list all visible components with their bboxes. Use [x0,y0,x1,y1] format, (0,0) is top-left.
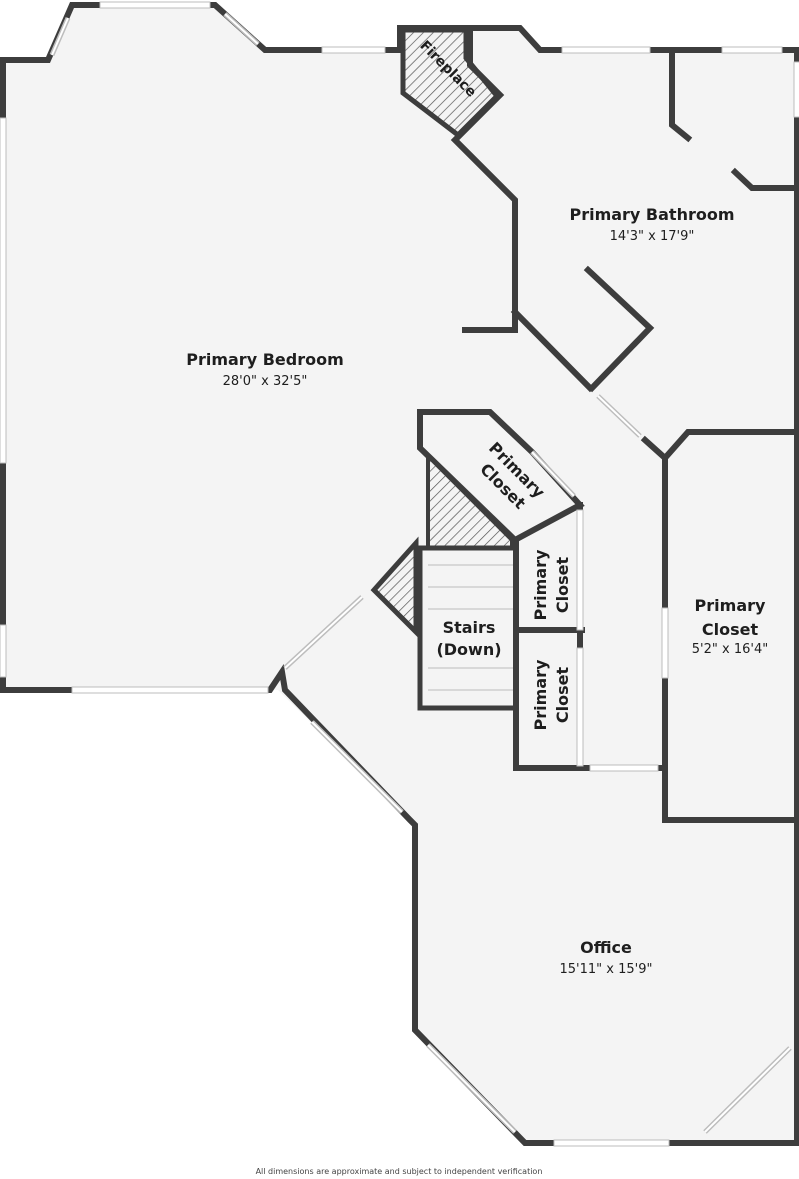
large-closet-label-line1: Primary [695,596,766,615]
office-dimensions: 15'11" x 15'9" [560,962,653,977]
large-closet-dimensions: 5'2" x 16'4" [692,642,768,657]
stairs-label-line2: (Down) [436,640,501,659]
closet-lower-walls [513,627,593,771]
closet-lower-label-line2: Closet [553,667,572,724]
closet-lower-label-line1: Primary [531,659,550,730]
bathroom-partition [583,265,655,393]
primary-bathroom-label: Primary Bathroom [569,205,734,224]
bathroom-wall [450,27,518,333]
primary-bedroom-dimensions: 28'0" x 32'5" [223,374,308,389]
closet-upper-label-line1: Primary [531,549,550,620]
stairs-box [417,545,519,711]
primary-bedroom-label: Primary Bedroom [186,350,344,369]
bathroom-wall-diag [510,307,595,393]
stair-treads [428,564,514,691]
footer-disclaimer: All dimensions are approximate and subje… [256,1167,543,1176]
diagonal-windows-inner [51,13,791,1133]
bathroom-lower-wall [640,429,799,463]
bathroom-stall-a [669,49,693,143]
stairs-label-line1: Stairs [443,618,496,637]
bathroom-stall-b [730,167,799,191]
windows [0,1,799,1147]
large-closet-wall-lower [662,675,799,823]
office-label: Office [580,938,632,957]
primary-bathroom-dimensions: 14'3" x 17'9" [610,229,695,244]
stair-hatch-lower [370,536,419,639]
closet-upper-label-line2: Closet [553,557,572,614]
large-closet-label-line2: Closet [702,620,759,639]
